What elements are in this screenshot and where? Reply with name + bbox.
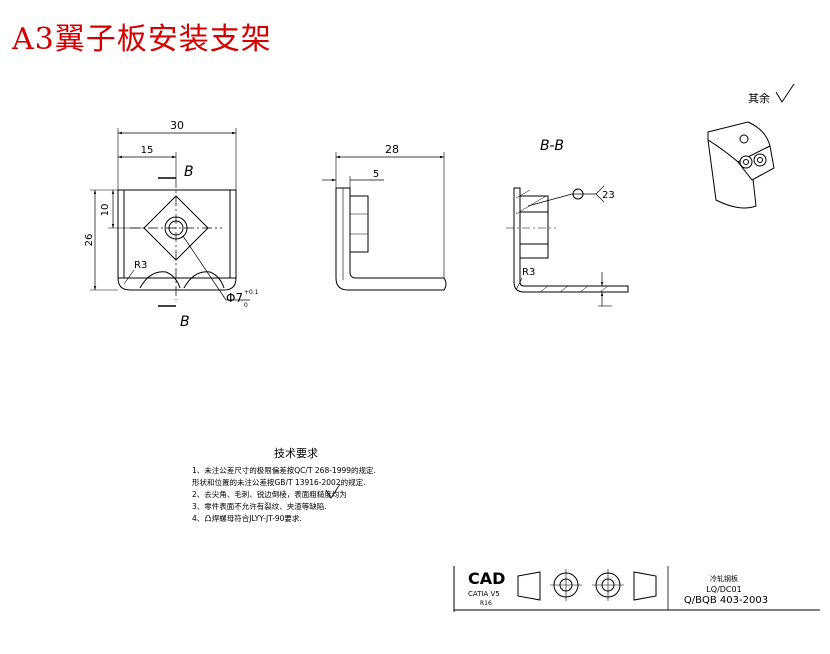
section-mark-bottom: B xyxy=(180,314,190,330)
front-dim-half: 15 xyxy=(141,145,154,156)
side-weld-nut xyxy=(349,195,369,253)
front-dim-hole-height: 10 xyxy=(100,204,111,217)
section-profile xyxy=(513,187,629,293)
section-mark-top: B xyxy=(184,164,194,180)
weld-size-label: 23 xyxy=(602,190,615,201)
iso-bracket-bottom xyxy=(707,139,757,209)
hole-diameter-note: Φ7 xyxy=(226,291,243,305)
section-radius-label: R3 xyxy=(522,267,535,278)
roughness-symbol-small xyxy=(325,483,341,499)
side-dim-depth: 28 xyxy=(385,143,399,156)
front-dim-width: 30 xyxy=(170,119,184,132)
material-grade: LQ/DC01 xyxy=(706,585,741,594)
side-dim-offset: 5 xyxy=(373,169,379,180)
hole-tol-upper: +0.1 xyxy=(244,289,259,296)
tech-line-3: 2、去尖角、毛刺、锐边倒棱，表面粗糙度均为 xyxy=(192,489,347,499)
tech-line-4: 3、零件表面不允许有裂纹、夹渣等缺陷. xyxy=(192,501,327,511)
front-dim-height: 26 xyxy=(84,234,95,247)
material-standard: Q/BQB 403-2003 xyxy=(684,595,768,606)
cad-software: CATIA V5 xyxy=(468,590,500,598)
tech-line-1: 1、未注公差尺寸的极限偏差按QC/T 268-1999的规定. xyxy=(192,465,376,475)
roughness-symbol xyxy=(775,83,795,103)
front-slot-right xyxy=(183,271,225,289)
tech-heading: 技术要求 xyxy=(274,447,318,460)
section-label: B-B xyxy=(540,138,564,154)
section-view xyxy=(506,185,629,307)
projection-cone-2 xyxy=(633,571,657,601)
roughness-note: 其余 xyxy=(748,91,770,105)
side-view xyxy=(322,152,447,291)
iso-hole xyxy=(739,134,749,144)
isometric-view xyxy=(707,121,775,209)
weld-symbol-circle xyxy=(572,188,584,200)
section-nut xyxy=(520,195,549,259)
front-slot-left xyxy=(139,271,181,289)
front-view xyxy=(90,128,250,307)
title-block xyxy=(453,566,820,612)
drawing-title: A3翼子板安装支架 xyxy=(12,22,272,57)
projection-cone-1 xyxy=(517,571,541,601)
cad-logo: CAD xyxy=(468,569,505,588)
front-outline xyxy=(117,189,237,291)
hole-tol-lower: 0 xyxy=(244,302,248,309)
tech-line-5: 4、凸焊螺母符合JLYY-JT-90要求. xyxy=(192,513,302,523)
cad-release: R16 xyxy=(480,600,492,607)
material-name: 冷轧钢板 xyxy=(710,574,738,583)
front-radius-label: R3 xyxy=(134,260,147,271)
side-outline xyxy=(335,187,447,291)
tech-line-2: 形状和位置的未注公差按GB/T 13916-2002的规定. xyxy=(192,477,365,487)
